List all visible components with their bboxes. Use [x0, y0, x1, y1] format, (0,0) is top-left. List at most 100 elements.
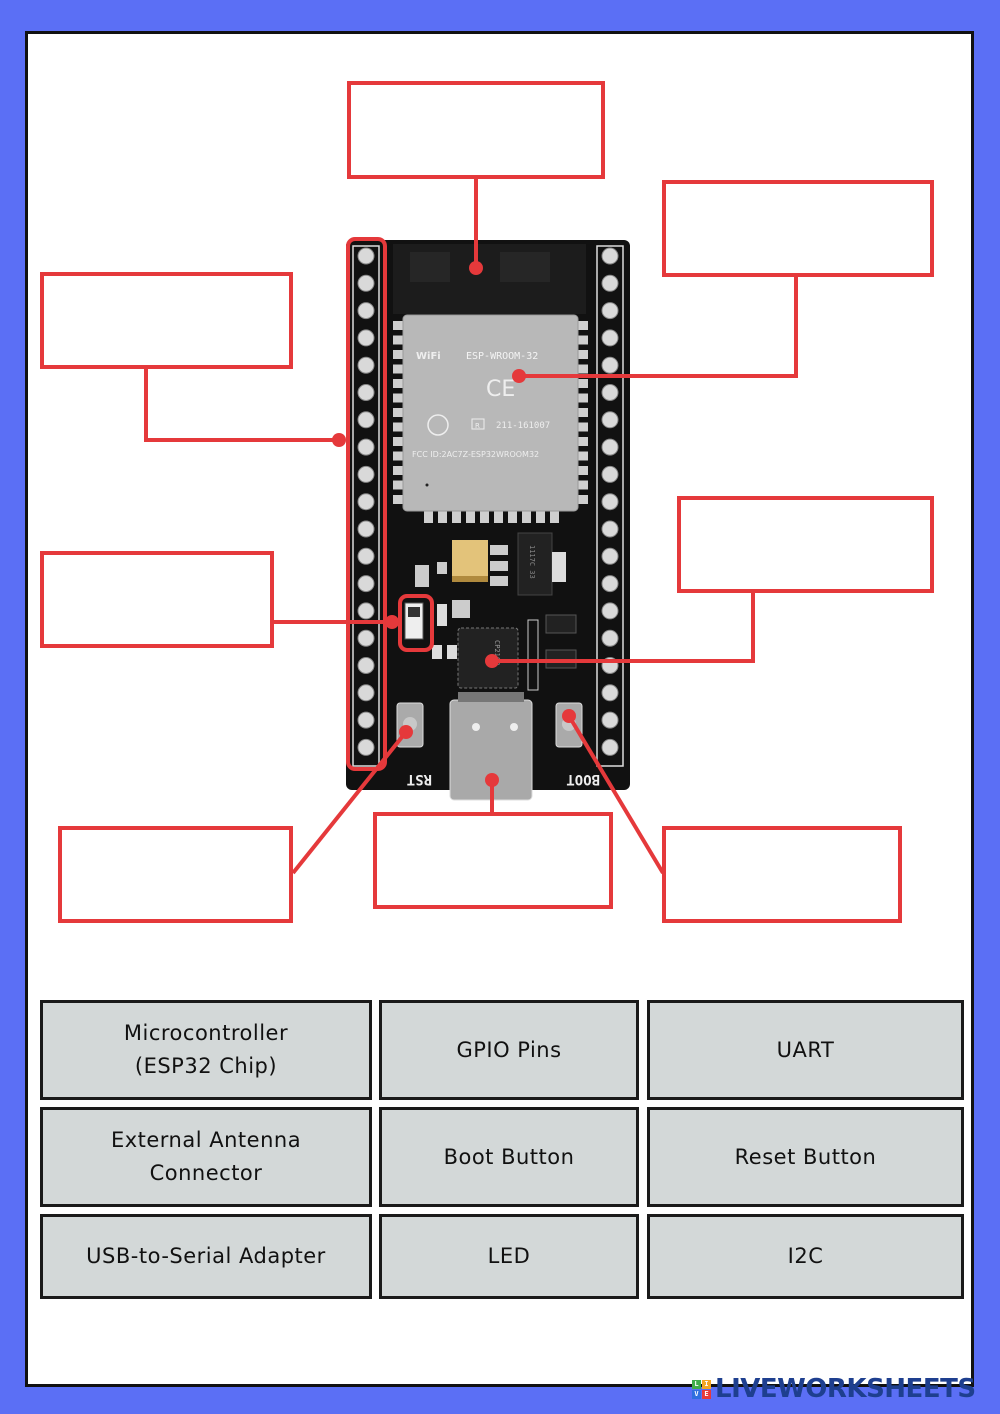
gpio-pin — [357, 411, 375, 429]
usb-c-pins — [458, 692, 524, 702]
gpio-pin — [357, 329, 375, 347]
gpio-highlight-outline — [346, 237, 387, 771]
module-pad — [578, 393, 588, 403]
word-option[interactable]: Reset Button — [647, 1107, 964, 1207]
module-pad — [393, 495, 403, 504]
module-pad — [578, 466, 588, 475]
module-pad — [393, 335, 403, 345]
module-pad — [393, 480, 403, 490]
rst-silkscreen: RST — [407, 771, 432, 787]
pointer-dot — [562, 709, 576, 723]
gpio-pin — [601, 684, 619, 702]
gpio-pin — [601, 356, 619, 374]
logo-letter: L — [692, 1379, 701, 1389]
answer-box-antenna[interactable] — [347, 81, 605, 179]
liveworksheets-brand: L I V E LIVEWORKSHEETS — [692, 1374, 976, 1404]
gpio-pin — [601, 302, 619, 320]
gpio-pin — [357, 684, 375, 702]
smd-component — [415, 565, 429, 587]
module-pad — [424, 511, 433, 523]
answer-box-led[interactable] — [40, 551, 274, 648]
module-pad — [393, 379, 403, 388]
gpio-pin — [601, 629, 619, 647]
boot-silkscreen: BOOT — [566, 771, 600, 787]
word-option[interactable]: UART — [647, 1000, 964, 1100]
smd-component — [437, 604, 447, 626]
answer-box-usb-serial[interactable] — [677, 496, 934, 593]
gpio-pin — [357, 465, 375, 483]
module-pad — [578, 495, 588, 504]
module-pads — [393, 321, 588, 523]
gpio-pin — [601, 493, 619, 511]
pointer-dot — [485, 654, 499, 668]
answer-box-reset-button[interactable] — [58, 826, 293, 923]
module-pad — [536, 511, 545, 523]
module-pad — [393, 422, 403, 432]
word-option[interactable]: GPIO Pins — [379, 1000, 639, 1100]
logo-letter: V — [692, 1389, 701, 1399]
answer-box-microcontroller[interactable] — [662, 180, 934, 277]
transistor — [545, 614, 577, 634]
gpio-pin — [357, 384, 375, 401]
module-pad — [393, 466, 403, 475]
leader-line-reset — [291, 730, 408, 875]
module-pad — [508, 511, 517, 523]
module-pad — [578, 321, 588, 330]
gpio-pin — [601, 520, 619, 538]
answer-box-boot-button[interactable] — [662, 826, 902, 923]
gpio-pins-left — [357, 247, 375, 756]
pointer-dot — [399, 725, 413, 739]
module-pad — [578, 335, 588, 345]
gpio-pin — [357, 274, 375, 292]
voltage-regulator — [517, 532, 553, 596]
gpio-pin — [601, 738, 619, 756]
word-option[interactable]: External Antenna Connector — [40, 1107, 372, 1207]
module-pad — [578, 379, 588, 388]
gpio-pin — [357, 629, 375, 647]
pointer-dot — [332, 433, 346, 447]
module-pad — [578, 350, 588, 359]
usb-chip-marking: CP2102 — [493, 640, 501, 665]
gpio-pin — [357, 711, 375, 729]
gpio-pin — [601, 411, 619, 429]
module-pad — [393, 393, 403, 403]
gpio-pin — [357, 738, 375, 756]
usb-mount-hole — [510, 723, 518, 731]
gpio-pin — [601, 602, 619, 620]
right-header-strip — [596, 245, 624, 767]
esp32-module-shield — [402, 314, 579, 512]
leader-line-usb-serial — [492, 591, 755, 663]
module-pad — [466, 511, 475, 523]
module-pad — [393, 451, 403, 461]
gpio-pin — [357, 547, 375, 565]
cert-logo-icon — [427, 414, 449, 436]
module-pad — [494, 511, 503, 523]
cert-badge-text: R — [475, 422, 480, 430]
brand-name: LIVEWORKSHEETS — [715, 1374, 976, 1404]
answer-box-gpio-pins[interactable] — [40, 272, 293, 369]
smd-component — [447, 645, 457, 659]
answer-box-usb-port[interactable] — [373, 812, 613, 909]
word-option[interactable]: I2C — [647, 1214, 964, 1299]
gpio-pin — [601, 547, 619, 565]
gpio-pin — [357, 356, 375, 374]
leader-line-boot — [567, 714, 665, 875]
esp32-board-diagram: WiFi ESP-WROOM-32 CE R 211-161007 FCC ID… — [144, 178, 798, 875]
fcc-id-text: FCC ID:2AC7Z-ESP32WROOM32 — [412, 450, 539, 459]
pointer-dot — [512, 369, 526, 383]
leader-line-module — [519, 276, 798, 378]
module-pad — [578, 451, 588, 461]
regulator-pad — [490, 545, 508, 555]
word-option[interactable]: Boot Button — [379, 1107, 639, 1207]
led-highlight-outline — [398, 594, 434, 652]
word-option[interactable]: LED — [379, 1214, 639, 1299]
liveworksheets-logo-icon: L I V E — [692, 1379, 711, 1399]
gpio-pin — [357, 602, 375, 620]
gpio-pin — [601, 247, 619, 265]
word-option[interactable]: Microcontroller (ESP32 Chip) — [40, 1000, 372, 1100]
gpio-pin — [601, 711, 619, 729]
word-option[interactable]: USB-to-Serial Adapter — [40, 1214, 372, 1299]
module-model-text: ESP-WROOM-32 — [466, 351, 538, 362]
module-pad — [438, 511, 447, 523]
wifi-logo-text: WiFi — [416, 351, 441, 362]
